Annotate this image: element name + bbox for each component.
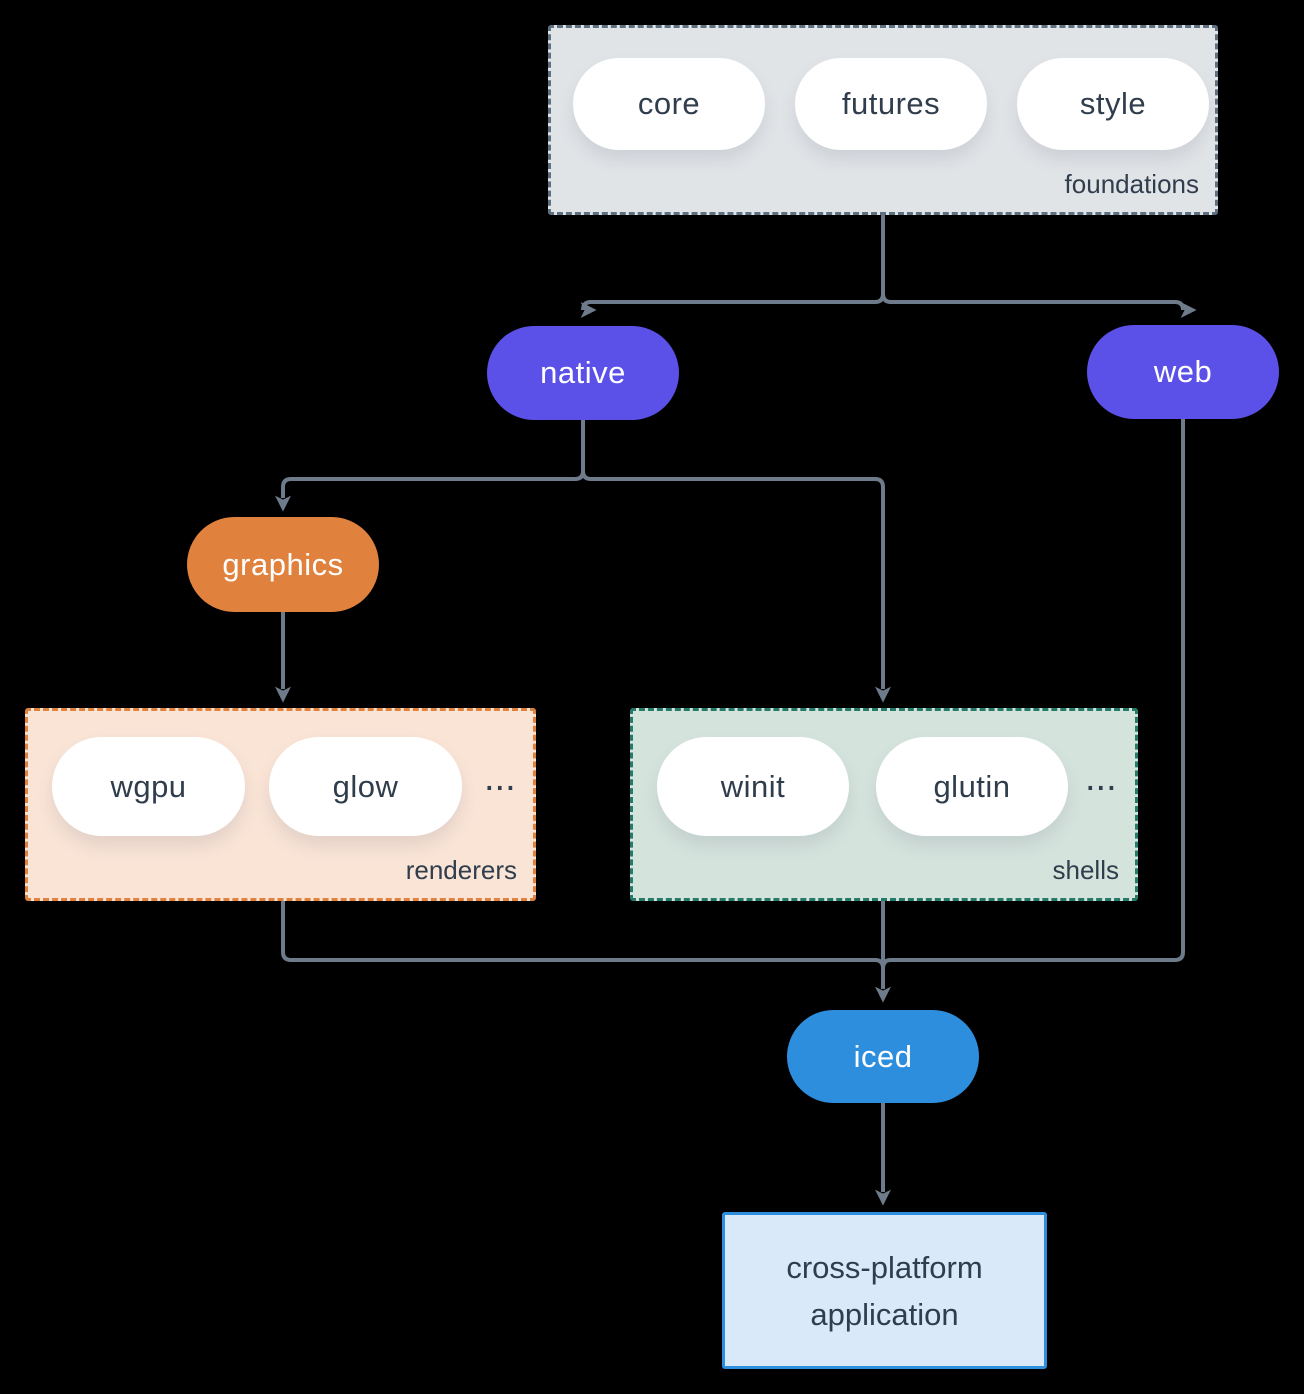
node-style: style [1017,58,1209,150]
node-web: web [1087,325,1279,419]
group-renderers-label: renderers [405,855,517,885]
node-glutin: glutin [876,737,1068,836]
node-futures: futures [795,58,987,150]
edge-foundations-native [575,215,885,324]
node-wgpu: wgpu [52,737,245,836]
node-native: native [487,326,679,420]
shells-ellipsis: ... [1085,757,1117,799]
group-shells-label: shells [1052,855,1119,885]
group-foundations: core futures style foundations [548,25,1218,215]
node-winit: winit [657,737,849,836]
node-glow: glow [269,737,462,836]
node-core: core [573,58,765,150]
group-shells: winit glutin ... shells [630,708,1138,901]
edge-native-graphics [275,420,585,512]
node-iced: iced [787,1010,979,1103]
edge-renderers-iced [281,901,885,969]
group-foundations-label: foundations [1064,169,1199,199]
node-graphics: graphics [187,517,379,612]
group-renderers: wgpu glow ... renderers [25,708,536,901]
node-cross-platform-application: cross-platform application [722,1212,1047,1369]
renderers-ellipsis: ... [484,757,516,799]
edge-foundations-web [881,215,1191,324]
edge-native-shells [581,420,891,703]
